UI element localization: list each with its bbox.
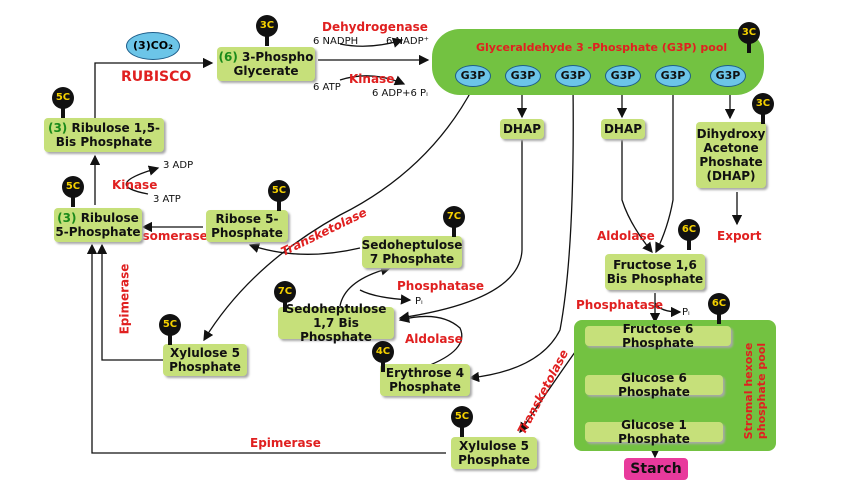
arrow-dhap-sbp — [398, 140, 523, 322]
xu5p-box-a: Xylulose 5 Phosphate — [163, 344, 247, 376]
rubp-box: (3) Ribulose 1,5-Bis Phosphate — [44, 118, 164, 152]
sbp-box: Sedoheptulose 1,7 Bis Phosphate — [278, 302, 394, 344]
g3p-pool-title: Glyceraldehyde 3 -Phosphate (G3P) pool — [476, 41, 728, 54]
badge-3c-pga: 3C — [256, 15, 278, 46]
co2-oval: (3)CO₂ — [126, 32, 180, 60]
pga-text: 3-Phospho Glycerate — [233, 50, 314, 78]
badge-3c-pool: 3C — [738, 22, 760, 53]
ru5p-text: Ribulose 5-Phosphate — [55, 211, 141, 239]
badge-7c-sbp: 7C — [274, 281, 296, 312]
e4p-box: Erythrose 4 Phosphate — [380, 364, 470, 396]
atp-label: 6 ATP — [313, 82, 341, 93]
g3p-node-2: G3P — [505, 65, 541, 87]
atp3-label: 3 ATP — [153, 194, 181, 205]
ru5p-box: (3) Ribulose 5-Phosphate — [54, 208, 142, 242]
rubp-text: Ribulose 1,5-Bis Phosphate — [55, 121, 161, 149]
badge-5c-ru5p: 5C — [62, 176, 84, 207]
g1p-box: Glucose 1 Phosphate — [585, 418, 723, 446]
pga-box: (6) 3-Phospho Glycerate — [217, 47, 315, 81]
arrow-sbp-s7p — [339, 265, 392, 307]
kinase-label-2: Kinase — [112, 178, 158, 192]
aldolase-label-2: Aldolase — [597, 229, 655, 243]
arrow-kinase-atp — [125, 165, 160, 195]
rubisco-label: RUBISCO — [121, 69, 192, 85]
badge-5c-rubp: 5C — [52, 87, 74, 118]
pi-label-2: Pᵢ — [682, 307, 690, 318]
rubp-count: (3) — [47, 121, 68, 135]
phosphatase-label-1: Phosphatase — [397, 279, 485, 293]
nadph-label: 6 NADPH — [313, 36, 359, 47]
arrow-phosphatase2 — [359, 289, 412, 305]
badge-5c-xu5p-b: 5C — [451, 406, 473, 437]
dehydrogenase-label: Dehydrogenase — [322, 20, 428, 34]
dhap-box-1: DHAP — [500, 119, 544, 139]
arrow-rubp-pga — [94, 57, 214, 118]
arrow-g3p-e4p — [468, 85, 574, 383]
dhap-box-2: DHAP — [601, 119, 645, 139]
arrow-kinase — [339, 75, 406, 86]
phosphatase-label-2: Phosphatase — [576, 298, 664, 312]
fbp-box: Fructose 1,6 Bis Phosphate — [605, 254, 705, 290]
badge-7c-s7p: 7C — [443, 206, 465, 237]
arrow-xu5pb-ru5p — [86, 243, 446, 454]
nadp-label: 6 NADP⁺ — [386, 36, 429, 47]
g3p-pool — [432, 29, 764, 95]
ru5p-count: (3) — [57, 211, 77, 225]
g3p-node-4: G3P — [605, 65, 641, 87]
kinase-label-1: Kinase — [349, 72, 395, 86]
adp-pi-label: 6 ADP+6 Pᵢ — [372, 88, 428, 99]
arrow-nadph — [339, 37, 404, 48]
pga-count: (6) — [218, 50, 238, 64]
badge-6c-fbp: 6C — [678, 219, 700, 250]
s7p-box: Sedoheptulose 7 Phosphate — [361, 236, 463, 268]
badge-4c-e4p: 4C — [372, 341, 394, 372]
arrow-g3p-fbp — [655, 86, 674, 254]
arrow-transketolase-1 — [203, 85, 475, 342]
arrow-s7p-r5p — [248, 243, 361, 255]
arrow-phosphatase1 — [654, 302, 682, 318]
xu5p-box-b: Xylulose 5 Phosphate — [451, 437, 537, 469]
dhap-full-box: Dihydroxy Acetone Phoshate (DHAP) — [696, 122, 766, 188]
r5p-box: Ribose 5-Phosphate — [206, 210, 288, 242]
g3p-node-3: G3P — [555, 65, 591, 87]
g3p-node-5: G3P — [655, 65, 691, 87]
aldolase-label-1: Aldolase — [405, 332, 463, 346]
export-label: Export — [717, 229, 762, 243]
arrow-dhap-fbp — [621, 140, 653, 254]
pi-label-1: Pᵢ — [415, 296, 423, 307]
g6p-box: Glucose 6 Phosphate — [585, 371, 723, 399]
f6p-box: Fructose 6 Phosphate — [585, 322, 731, 350]
epimerase-label-bottom: Epimerase — [250, 436, 321, 450]
isomerase-label: Isomerase — [138, 229, 208, 243]
g3p-node-1: G3P — [455, 65, 491, 87]
g3p-node-6: G3P — [710, 65, 746, 87]
arrow-e4p-sbp — [398, 312, 463, 368]
badge-3c-dhap: 3C — [752, 93, 774, 124]
starch-box: Starch — [624, 458, 688, 480]
epimerase-label-vertical: Epimerase — [117, 263, 132, 335]
arrow-xu5p-ru5p — [96, 243, 165, 361]
stromal-pool-label: Stromal hexose phosphate pool — [742, 342, 768, 440]
badge-5c-r5p: 5C — [268, 180, 290, 211]
adp3-label: 3 ADP — [163, 160, 194, 171]
badge-5c-xu5p-a: 5C — [159, 314, 181, 345]
badge-6c-hexose: 6C — [708, 293, 730, 324]
